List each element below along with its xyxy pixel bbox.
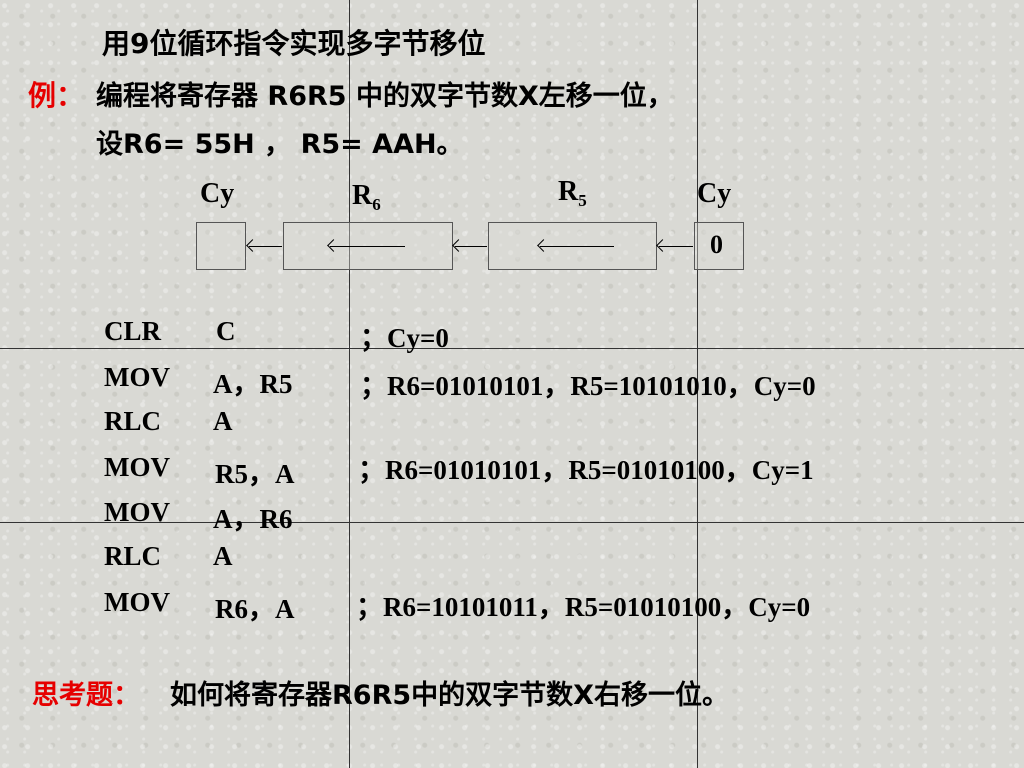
code-arg: C (216, 316, 236, 346)
code-arg: A，R5 (213, 369, 293, 399)
code-arg: A，R6 (213, 504, 293, 534)
slide-title: 用9位循环指令实现多字节移位 (102, 27, 486, 60)
example-label: 例： (28, 79, 85, 112)
code-arg: A (213, 406, 233, 436)
code-arg: R6，A (215, 594, 295, 624)
grid-line-horizontal-bottom (0, 522, 1024, 523)
r6-label: R6 (352, 180, 381, 214)
code-op: MOV (104, 362, 170, 392)
grid-line-horizontal-top (0, 348, 1024, 349)
code-op: MOV (104, 452, 170, 482)
question-text: 如何将寄存器R6R5中的双字节数X右移一位。 (170, 680, 729, 711)
code-comment: ；R6=01010101，R5=10101010，Cy=0 (360, 371, 816, 401)
cy-left-label: Cy (200, 178, 235, 209)
code-op: RLC (104, 406, 162, 436)
code-op: MOV (104, 587, 170, 617)
grid-line-vertical-right (697, 0, 698, 768)
grid-line-vertical-left (349, 0, 350, 768)
code-arg: R5，A (215, 459, 295, 489)
code-comment: ；Cy=0 (360, 323, 449, 353)
cy-right-label: Cy (697, 178, 732, 209)
code-comment: ；R6=10101011，R5=01010100，Cy=0 (356, 592, 811, 622)
code-arg: A (213, 541, 233, 571)
arrow-r5-to-r6 (455, 246, 487, 247)
code-op: MOV (104, 497, 170, 527)
code-op: CLR (104, 316, 162, 346)
r5-label: R5 (558, 176, 587, 210)
arrow-inside-r6 (330, 246, 405, 247)
example-line-2: 设R6= 55H ， R5= AAH。 (96, 129, 464, 160)
arrow-inside-r5 (540, 246, 614, 247)
code-op: RLC (104, 541, 162, 571)
question-label: 思考题： (32, 680, 140, 711)
code-comment: ；R6=01010101，R5=01010100，Cy=1 (358, 455, 814, 485)
cy-right-value: 0 (710, 230, 723, 259)
arrow-cy-to-r5 (659, 246, 693, 247)
arrow-r6-to-cy (249, 246, 282, 247)
cy-right-box (694, 222, 744, 270)
cy-left-box (196, 222, 246, 270)
example-line-1: 编程将寄存器 R6R5 中的双字节数X左移一位， (96, 81, 674, 112)
